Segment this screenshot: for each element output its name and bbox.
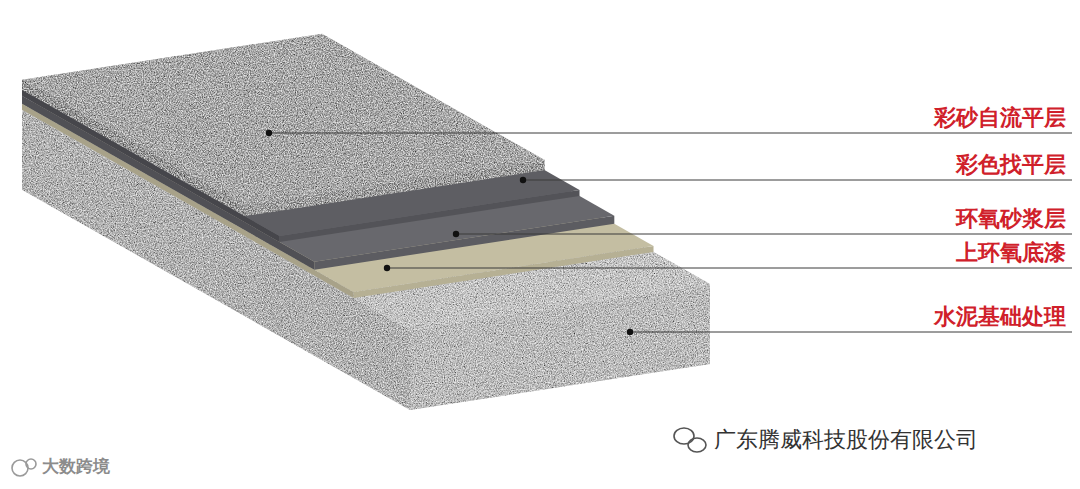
leader-dot: [627, 329, 633, 335]
chat-icon: [674, 428, 706, 452]
layer-label: 上环氧底漆: [956, 240, 1066, 265]
leader-dot: [266, 130, 272, 136]
leader-line: [269, 133, 1072, 134]
chat-bubble: [688, 438, 706, 452]
leader-line: [456, 234, 1072, 235]
leader-dot: [520, 177, 526, 183]
leader-line: [387, 268, 1072, 269]
brand-ring: [26, 459, 36, 469]
company-watermark: 广东腾威科技股份有限公司: [714, 427, 978, 452]
leader-line: [630, 332, 1072, 333]
leader-dot: [384, 265, 390, 271]
layer-label: 彩砂自流平层: [934, 105, 1066, 130]
layer-label: 彩色找平层: [956, 152, 1066, 177]
sand-top-layer: [22, 34, 545, 216]
sand-top: [22, 34, 545, 206]
layer-label: 环氧砂浆层: [956, 206, 1066, 231]
leader-lines: [269, 133, 1072, 332]
layer-label: 水泥基础处理: [934, 304, 1066, 329]
brand-icon: [12, 459, 36, 476]
brand-watermark: 大数跨境: [42, 457, 110, 477]
leader-dots: [266, 130, 633, 335]
leader-line: [523, 180, 1072, 181]
chat-bubble: [674, 428, 694, 444]
leader-dot: [453, 231, 459, 237]
